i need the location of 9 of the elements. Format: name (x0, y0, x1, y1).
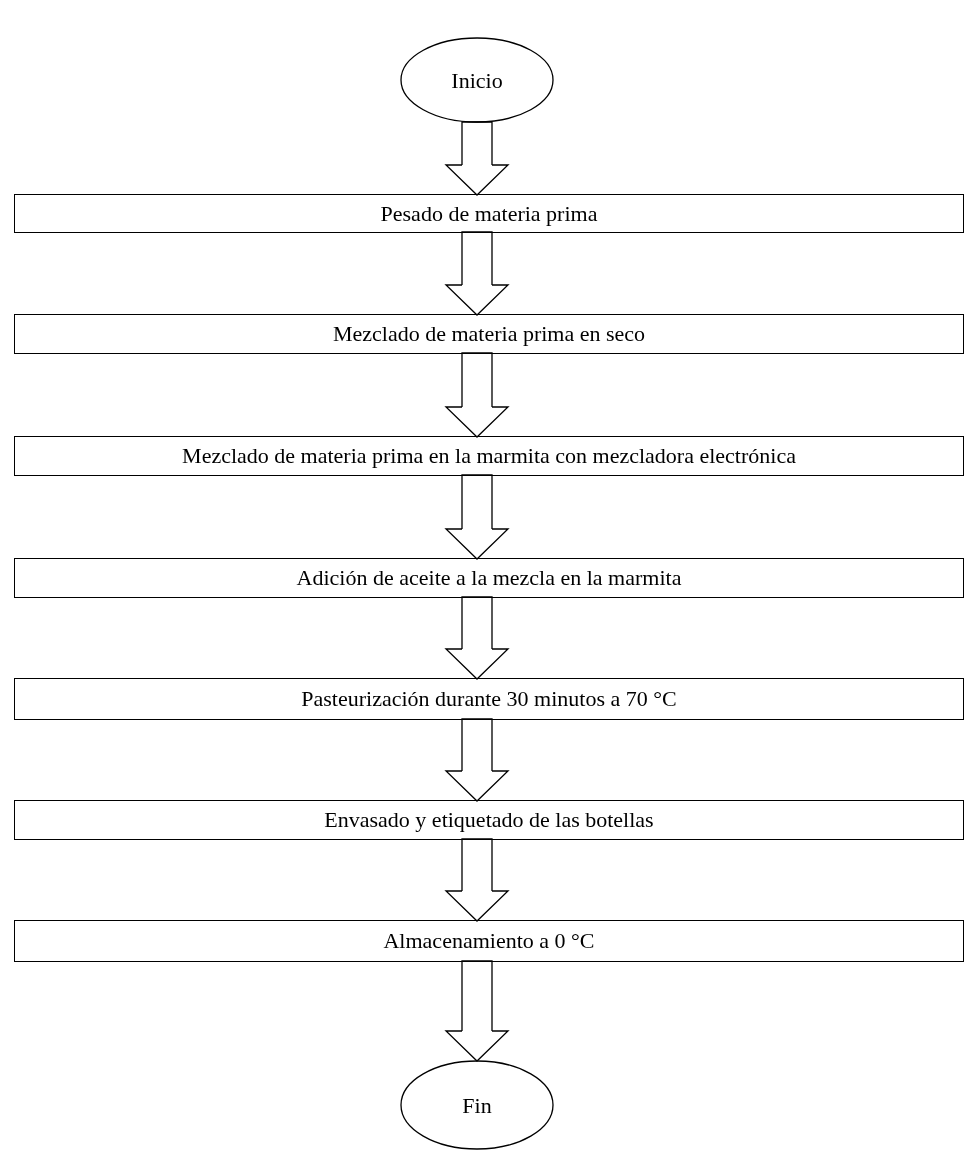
process-box: Mezclado de materia prima en seco (14, 314, 964, 354)
process-box: Pasteurización durante 30 minutos a 70 °C (14, 678, 964, 720)
terminal-label: Inicio (451, 66, 503, 95)
process-box: Pesado de materia prima (14, 194, 964, 233)
process-box: Mezclado de materia prima en la marmita con mezcladora electrónica (14, 436, 964, 476)
process-box: Adición de aceite a la mezcla en la marmita (14, 558, 964, 598)
terminal-label: Fin (462, 1091, 492, 1120)
process-box: Envasado y etiquetado de las botellas (14, 800, 964, 840)
process-box: Almacenamiento a 0 °C (14, 920, 964, 962)
